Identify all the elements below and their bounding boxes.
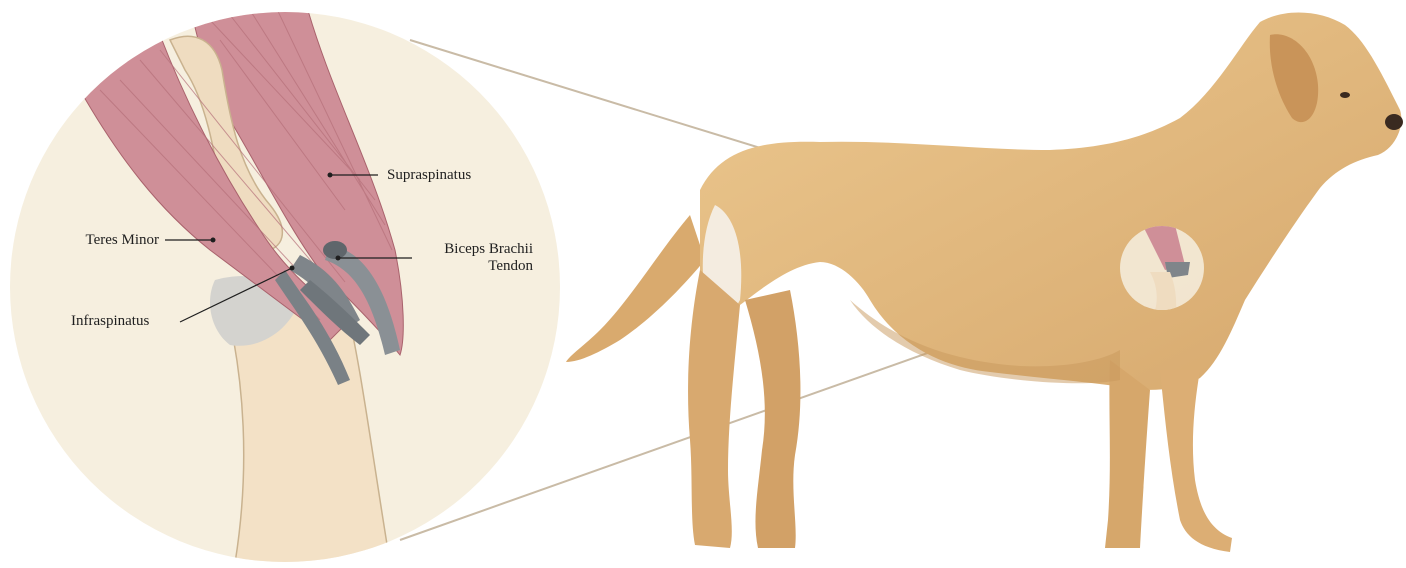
label-teres-minor: Teres Minor — [57, 232, 159, 248]
dog-illustration — [566, 13, 1403, 552]
label-biceps-brachii-line2: Tendon — [440, 258, 533, 274]
label-infraspinatus: Infraspinatus — [71, 313, 149, 329]
label-supraspinatus: Supraspinatus — [387, 167, 471, 183]
shoulder-closeup-inset — [10, 0, 560, 563]
label-biceps-brachii-line1: Biceps Brachii — [390, 241, 533, 257]
